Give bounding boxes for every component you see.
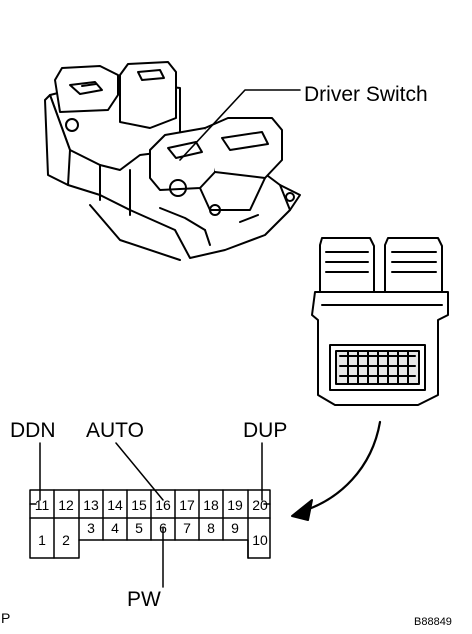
pin-6: 6 xyxy=(159,520,167,536)
pin-12: 12 xyxy=(58,497,74,513)
pin-13: 13 xyxy=(83,497,99,513)
pin-11: 11 xyxy=(34,497,50,513)
pin-8: 8 xyxy=(207,520,215,536)
pin-9: 9 xyxy=(231,520,239,536)
pin-16: 16 xyxy=(155,497,171,513)
pin-10: 10 xyxy=(252,532,268,548)
pin-1: 1 xyxy=(38,532,46,548)
pin-5: 5 xyxy=(135,520,143,536)
figure-code: B88849 xyxy=(414,616,452,628)
corner-mark: P xyxy=(1,610,11,626)
pin-callout-lines xyxy=(39,442,263,588)
pin-7: 7 xyxy=(183,520,191,536)
pin-2: 2 xyxy=(62,532,70,548)
pin-3: 3 xyxy=(87,520,95,536)
connector-pin-grid xyxy=(29,489,271,559)
pin-14: 14 xyxy=(107,497,123,513)
pin-15: 15 xyxy=(131,497,147,513)
pin-4: 4 xyxy=(111,520,119,536)
auto-label: AUTO xyxy=(86,419,144,442)
driver-switch-assembly xyxy=(44,61,301,261)
pin-20: 20 xyxy=(252,497,268,513)
driver-switch-label: Driver Switch xyxy=(304,83,428,106)
pin-17: 17 xyxy=(179,497,195,513)
pin-18: 18 xyxy=(203,497,219,513)
dup-label: DUP xyxy=(243,419,288,442)
connector-rear-view xyxy=(291,237,449,521)
pin-19: 19 xyxy=(227,497,243,513)
pw-label: PW xyxy=(127,588,161,611)
ddn-label: DDN xyxy=(10,419,56,442)
